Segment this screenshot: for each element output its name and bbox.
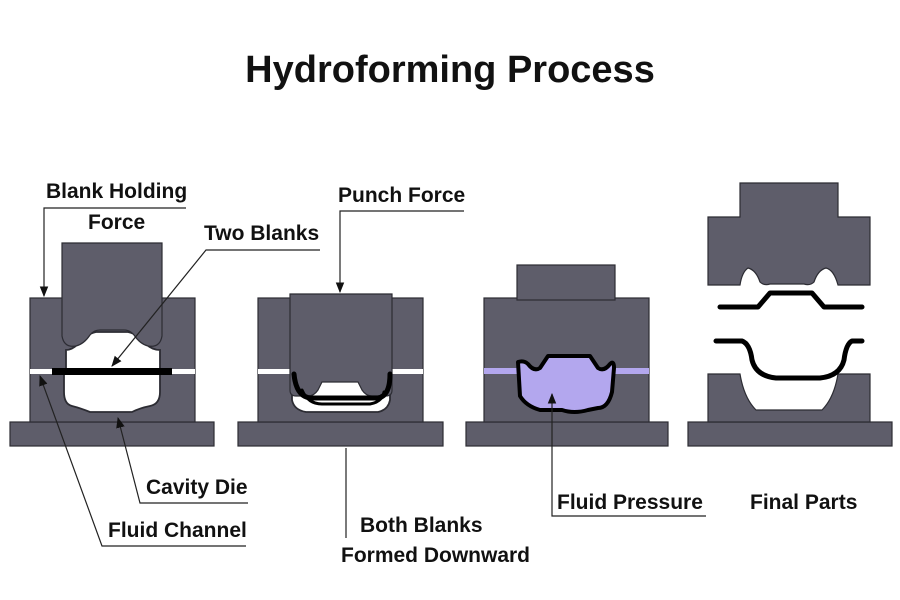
stage-2-base-plate xyxy=(237,421,444,447)
stage-1-two-blanks xyxy=(52,368,172,375)
stage-4-final-parts xyxy=(687,182,893,447)
label-blank-holding-force-line1: Blank Holding xyxy=(46,180,187,203)
stage-4-upper-die xyxy=(707,182,871,286)
leader-punch-force xyxy=(335,210,464,294)
stage-4-base-plate xyxy=(687,421,893,447)
label-fluid-pressure: Fluid Pressure xyxy=(557,491,703,514)
leader-fluid-channel xyxy=(39,374,246,547)
stage-4-lower-die xyxy=(707,373,871,423)
stage-1-base-plate xyxy=(9,421,215,447)
label-both-blanks-line2: Formed Downward xyxy=(341,544,530,567)
label-both-blanks-line1: Both Blanks xyxy=(360,514,483,537)
stage-2-forming xyxy=(237,293,444,447)
label-cavity-die: Cavity Die xyxy=(146,476,248,499)
leader-two-blanks xyxy=(111,249,320,367)
stage-2-formed-blanks xyxy=(291,371,393,401)
stage-3-upper-die xyxy=(516,264,616,301)
label-blank-holding-force-line2: Force xyxy=(88,211,145,234)
leader-blank-holding-force xyxy=(39,207,186,298)
stage-1-punch xyxy=(61,242,163,347)
leader-cavity-die xyxy=(116,416,248,504)
leader-fluid-pressure xyxy=(547,392,706,517)
stage-2-punch xyxy=(289,293,393,397)
stage-3-fluid-pressure xyxy=(465,264,669,447)
label-fluid-channel: Fluid Channel xyxy=(108,519,247,542)
stage-1-setup xyxy=(9,242,215,447)
stage-2-formed-blank-lower xyxy=(300,388,386,406)
diagram-title: Hydroforming Process xyxy=(245,49,655,91)
stage-3-pressurized-fluid xyxy=(516,354,616,414)
stage-1-die-cavity xyxy=(63,373,161,413)
label-final-parts: Final Parts xyxy=(750,491,857,514)
label-two-blanks: Two Blanks xyxy=(204,222,319,245)
label-punch-force: Punch Force xyxy=(338,184,465,207)
stage-1-upper-cavity xyxy=(65,331,161,370)
stage-4-lower-part xyxy=(713,338,865,381)
stage-3-base-plate xyxy=(465,421,669,447)
stage-4-upper-part xyxy=(717,290,865,310)
